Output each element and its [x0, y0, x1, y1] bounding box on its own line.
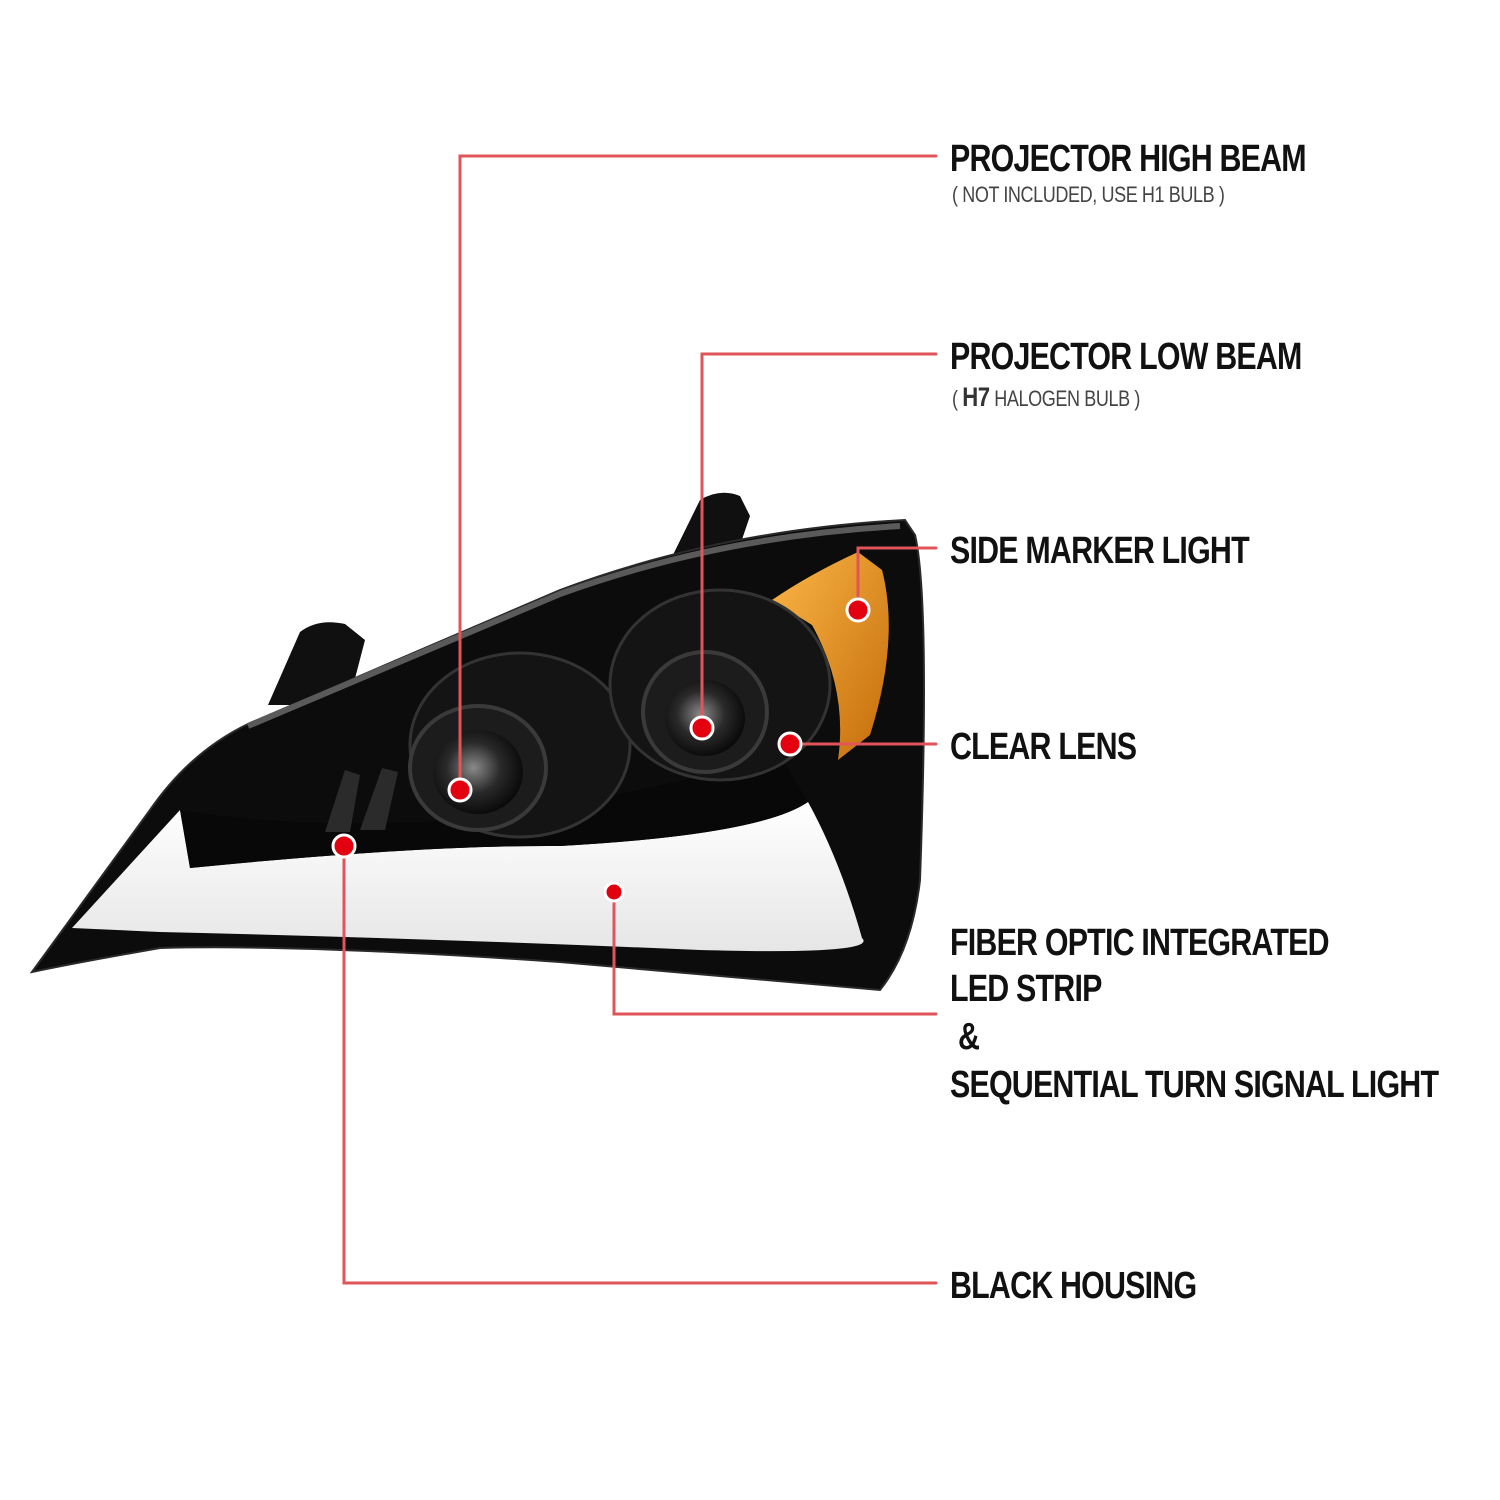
leader-low-beam	[700, 352, 938, 730]
leader-fiber-optic	[612, 890, 938, 1016]
label-fiber-optic-line1: FIBER OPTIC INTEGRATED	[950, 922, 1330, 964]
dot-high-beam	[447, 777, 473, 803]
bezel-fin-2	[360, 768, 398, 830]
bezel-fin-1	[325, 770, 360, 832]
high-beam-projector	[408, 651, 632, 839]
drl-strip	[72, 802, 864, 952]
label-fiber-optic-line4: SEQUENTIAL TURN SIGNAL LIGHT	[950, 1064, 1439, 1106]
label-black-housing: BLACK HOUSING	[950, 1265, 1197, 1307]
note-projector-high-beam: ( NOT INCLUDED, USE H1 BULB )	[952, 182, 1225, 207]
label-projector-high-beam: PROJECTOR HIGH BEAM	[950, 138, 1307, 180]
upper-lens-edge	[246, 523, 901, 729]
leader-side-marker	[856, 546, 938, 612]
label-fiber-optic-line3: &	[958, 1016, 980, 1058]
note-low-beam-open: (	[952, 386, 963, 411]
note-low-beam-rest: HALOGEN BULB )	[989, 386, 1140, 411]
dot-side-marker	[845, 597, 871, 623]
note-projector-low-beam: ( H7 HALOGEN BULB )	[952, 384, 1140, 412]
dot-fiber-optic	[603, 881, 625, 903]
leader-high-beam	[458, 154, 938, 792]
dot-black-housing	[331, 833, 357, 859]
label-projector-low-beam: PROJECTOR LOW BEAM	[950, 336, 1302, 378]
note-low-beam-bulb: H7	[962, 382, 990, 412]
label-clear-lens: CLEAR LENS	[950, 726, 1137, 768]
dot-clear-lens	[777, 731, 803, 757]
low-beam-projector	[608, 588, 832, 782]
label-fiber-optic-line2: LED STRIP	[950, 968, 1102, 1010]
dot-low-beam	[689, 715, 715, 741]
leader-black-housing	[342, 844, 938, 1285]
callout-dots	[331, 597, 871, 903]
leader-lines	[342, 154, 938, 1285]
label-side-marker-light: SIDE MARKER LIGHT	[950, 530, 1250, 572]
